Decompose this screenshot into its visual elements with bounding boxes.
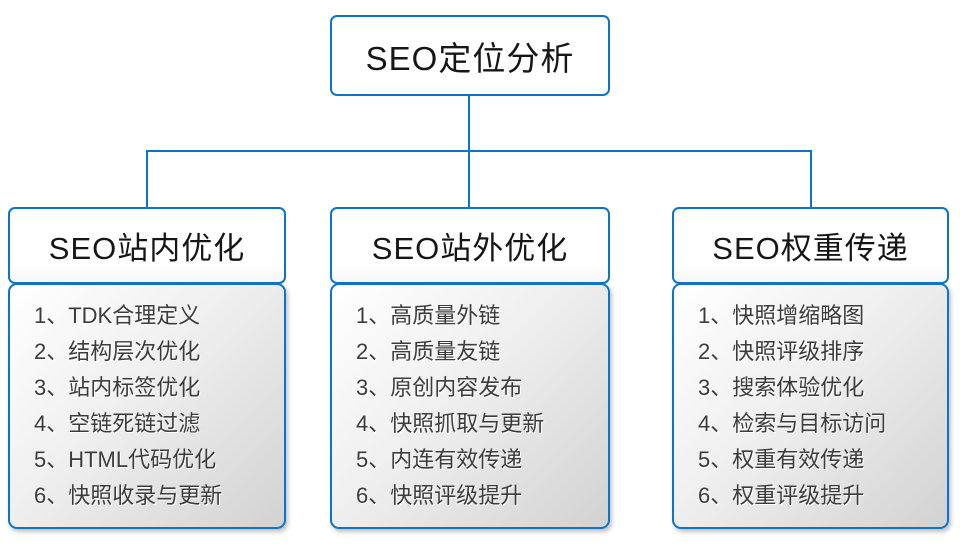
list-item: 1、TDK合理定义 bbox=[34, 303, 201, 328]
list-item: 5、权重有效传递 bbox=[698, 447, 865, 472]
branch-offsite-title: SEO站外优化 bbox=[371, 231, 569, 266]
branch-onsite-title: SEO站内优化 bbox=[48, 231, 246, 266]
connector-middle-vertical bbox=[468, 152, 470, 207]
list-item: 3、搜索体验优化 bbox=[698, 375, 865, 400]
branch-weight-title: SEO权重传递 bbox=[712, 231, 909, 266]
list-item: 2、快照评级排序 bbox=[698, 339, 865, 364]
list-item: 5、HTML代码优化 bbox=[34, 447, 217, 472]
connector-horizontal bbox=[146, 150, 812, 152]
branch-onsite-header: SEO站内优化 bbox=[8, 207, 286, 284]
list-item: 6、快照收录与更新 bbox=[34, 483, 223, 508]
list-item: 2、高质量友链 bbox=[356, 339, 501, 364]
list-item: 1、快照增缩略图 bbox=[698, 303, 865, 328]
list-item: 4、空链死链过滤 bbox=[34, 411, 201, 436]
list-item: 1、高质量外链 bbox=[356, 303, 501, 328]
list-item: 2、结构层次优化 bbox=[34, 339, 201, 364]
branch-offsite-list: 1、高质量外链 2、高质量友链 3、原创内容发布 4、快照抓取与更新 5、内连有… bbox=[330, 283, 610, 529]
list-item: 3、站内标签优化 bbox=[34, 375, 201, 400]
list-item: 5、内连有效传递 bbox=[356, 447, 523, 472]
list-item: 3、原创内容发布 bbox=[356, 375, 523, 400]
root-node-label: SEO定位分析 bbox=[365, 39, 575, 77]
connector-left-vertical bbox=[146, 152, 148, 207]
list-item: 4、快照抓取与更新 bbox=[356, 411, 545, 436]
branch-onsite-list: 1、TDK合理定义 2、结构层次优化 3、站内标签优化 4、空链死链过滤 5、H… bbox=[8, 283, 286, 529]
root-node: SEO定位分析 bbox=[330, 15, 610, 96]
list-item: 4、检索与目标访问 bbox=[698, 411, 887, 436]
connector-root-vertical bbox=[468, 96, 470, 152]
branch-weight-list: 1、快照增缩略图 2、快照评级排序 3、搜索体验优化 4、检索与目标访问 5、权… bbox=[672, 283, 949, 529]
branch-offsite-header: SEO站外优化 bbox=[330, 207, 610, 284]
list-item: 6、快照评级提升 bbox=[356, 483, 523, 508]
branch-weight-header: SEO权重传递 bbox=[672, 207, 949, 284]
list-item: 6、权重评级提升 bbox=[698, 483, 865, 508]
connector-right-vertical bbox=[810, 152, 812, 207]
